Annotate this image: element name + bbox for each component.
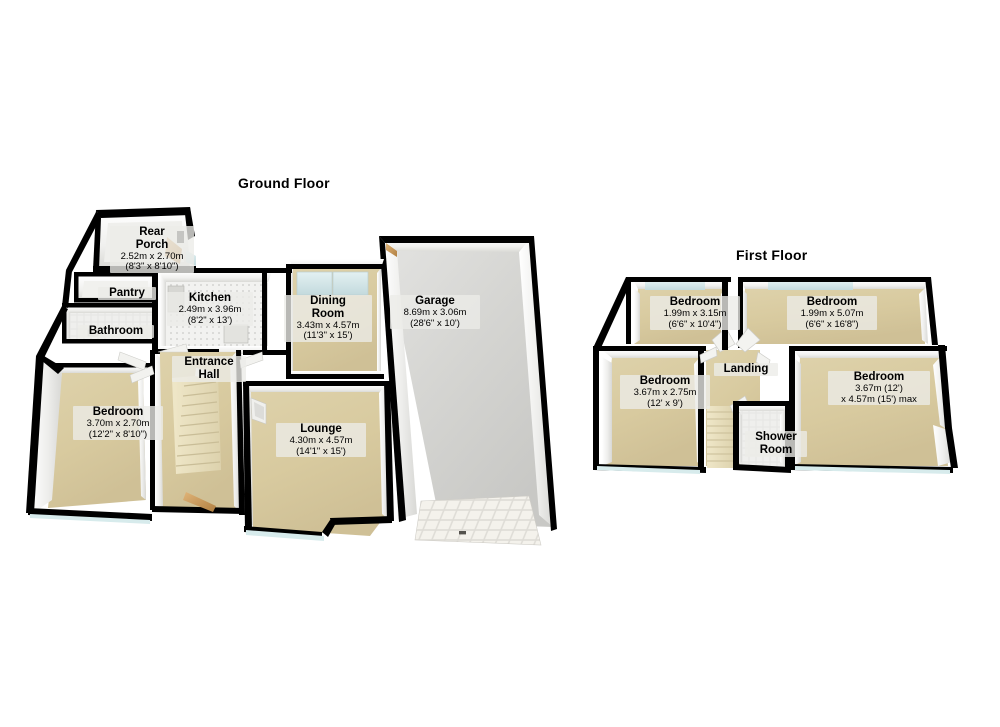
room-dim-metric: 8.69m x 3.06m — [403, 306, 467, 318]
room-name: Lounge — [300, 423, 342, 435]
room-label-rear-porch: Rear Porch 2.52m x 2.70m (8'3" x 8'10") — [110, 226, 194, 273]
room-dim-metric: 1.99m x 3.15m — [663, 307, 727, 319]
room-dim-metric: 3.43m x 4.57m — [296, 319, 360, 331]
room-label-bedroom-ground: Bedroom 3.70m x 2.70m (12'2" x 8'10") — [73, 406, 163, 441]
driveway-paving — [414, 495, 542, 546]
room-name: Dining — [310, 295, 346, 307]
window-bed-rear-right — [768, 281, 853, 290]
room-garage — [379, 236, 557, 531]
room-lounge — [243, 381, 394, 541]
room-label-bathroom: Bathroom — [78, 325, 154, 338]
staircase-first — [707, 406, 735, 468]
room-dim-imperial: (6'6" x 16'8") — [805, 318, 859, 330]
room-name: Pantry — [109, 287, 145, 299]
room-label-shower-room: Shower Room — [745, 431, 807, 457]
staircase-ground — [172, 368, 221, 474]
room-dim-metric: 2.52m x 2.70m — [120, 250, 184, 262]
room-dim-imperial: x 4.57m (15') max — [841, 393, 917, 405]
front-door — [183, 492, 216, 512]
room-name: Garage — [415, 295, 455, 307]
room-name: Bedroom — [639, 375, 691, 387]
ground-floor-group — [26, 207, 557, 546]
room-label-lounge: Lounge 4.30m x 4.57m (14'1" x 15') — [276, 423, 366, 458]
room-dim-metric: 3.67m x 2.75m — [633, 386, 697, 398]
room-dim-metric: 2.49m x 3.96m — [178, 303, 242, 315]
room-name: Bedroom — [669, 296, 721, 308]
room-label-bedroom-rear-left: Bedroom 1.99m x 3.15m (6'6" x 10'4") — [650, 296, 740, 331]
first-floor-left-facade — [593, 277, 632, 350]
room-name: Rear — [139, 226, 165, 238]
room-dim-imperial: (6'6" x 10'4") — [668, 318, 722, 330]
room-dim-metric: 3.67m (12') — [855, 382, 903, 394]
room-label-bedroom-front-right: Bedroom 3.67m (12') x 4.57m (15') max — [828, 371, 930, 406]
room-label-kitchen: Kitchen 2.49m x 3.96m (8'2" x 13') — [167, 292, 253, 327]
room-label-entrance-hall: Entrance Hall — [172, 356, 246, 382]
window-dining-right — [332, 271, 369, 296]
room-name: Bedroom — [806, 296, 858, 308]
room-label-landing: Landing — [714, 363, 778, 376]
room-name-line2: Room — [759, 443, 793, 456]
room-dim-metric: 3.70m x 2.70m — [86, 417, 150, 429]
room-bedroom-front-right — [789, 345, 958, 474]
window-dining-left — [296, 271, 333, 296]
room-dim-metric: 4.30m x 4.57m — [289, 434, 353, 446]
room-name: Bedroom — [853, 371, 905, 383]
room-label-garage: Garage 8.69m x 3.06m (28'6" x 10') — [390, 295, 480, 330]
room-name: Shower — [755, 431, 797, 443]
room-dim-imperial: (12' x 9') — [647, 397, 683, 409]
first-floor-group — [593, 277, 958, 474]
floor-title-ground: Ground Floor — [238, 175, 330, 191]
room-name: Bedroom — [92, 406, 144, 418]
floor-title-first: First Floor — [736, 247, 808, 263]
room-dim-imperial: (28'6" x 10') — [410, 317, 460, 329]
room-bedroom-front-left — [593, 346, 706, 474]
room-label-dining: Dining Room 3.43m x 4.57m (11'3" x 15') — [284, 295, 372, 342]
room-name-line2: Porch — [135, 238, 169, 251]
room-name: Entrance — [184, 356, 234, 368]
room-label-bedroom-front-left: Bedroom 3.67m x 2.75m (12' x 9') — [620, 375, 710, 410]
room-label-pantry: Pantry — [98, 287, 156, 300]
room-name: Bathroom — [88, 325, 144, 337]
room-dim-imperial: (12'2" x 8'10") — [88, 428, 148, 440]
window-bed-rear-left — [645, 281, 705, 290]
room-dim-imperial: (8'2" x 13') — [187, 314, 233, 326]
room-name: Landing — [723, 363, 769, 375]
room-dim-metric: 1.99m x 5.07m — [800, 307, 864, 319]
room-dim-imperial: (14'1" x 15') — [296, 445, 346, 457]
room-label-bedroom-rear-right: Bedroom 1.99m x 5.07m (6'6" x 16'8") — [787, 296, 877, 331]
room-name: Kitchen — [188, 292, 232, 304]
room-dim-imperial: (11'3" x 15') — [303, 330, 353, 342]
room-name-line2: Hall — [198, 368, 220, 381]
room-name-line2: Room — [311, 307, 345, 320]
room-dim-imperial: (8'3" x 8'10") — [125, 261, 179, 273]
